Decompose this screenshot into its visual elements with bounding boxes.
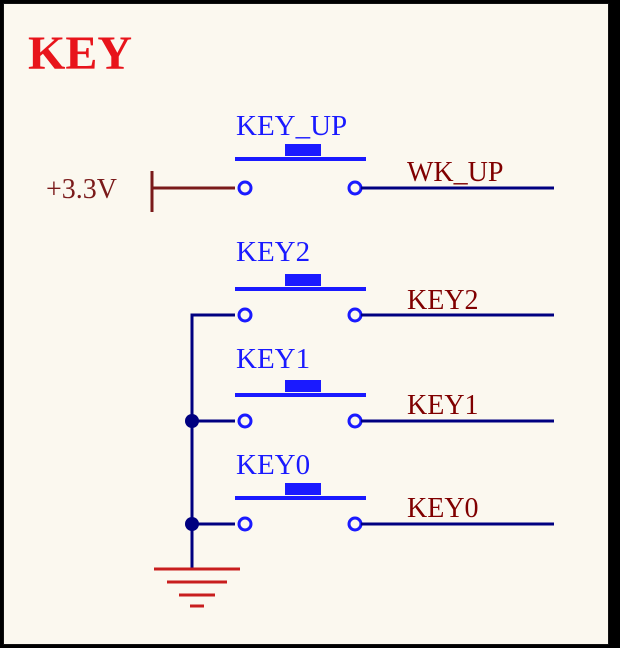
pushbutton-icon — [235, 144, 366, 196]
pushbutton-icon — [235, 274, 366, 323]
switch-ref-label: KEY0 — [236, 449, 310, 481]
switch-ref-label: KEY2 — [236, 236, 310, 268]
schematic-title: KEY — [28, 27, 132, 80]
pushbutton-icon — [235, 483, 366, 532]
power-bar-icon — [150, 171, 235, 212]
net-label: KEY0 — [407, 493, 479, 524]
net-label: WK_UP — [407, 157, 503, 188]
ground-bus-wire — [190, 313, 235, 569]
switch-ref-label: KEY_UP — [236, 110, 347, 142]
pushbutton-icon — [235, 380, 366, 429]
key-schematic: KEY +3.3V KEY_UP W — [28, 27, 554, 608]
supply-label: +3.3V — [46, 174, 117, 205]
net-label: KEY1 — [407, 390, 479, 421]
ground-icon — [154, 567, 240, 608]
switch-ref-label: KEY1 — [236, 343, 310, 375]
net-label: KEY2 — [407, 285, 479, 316]
junction-dot — [185, 517, 199, 531]
junction-dot — [185, 414, 199, 428]
schematic-sheet: KEY +3.3V KEY_UP W — [3, 3, 609, 645]
